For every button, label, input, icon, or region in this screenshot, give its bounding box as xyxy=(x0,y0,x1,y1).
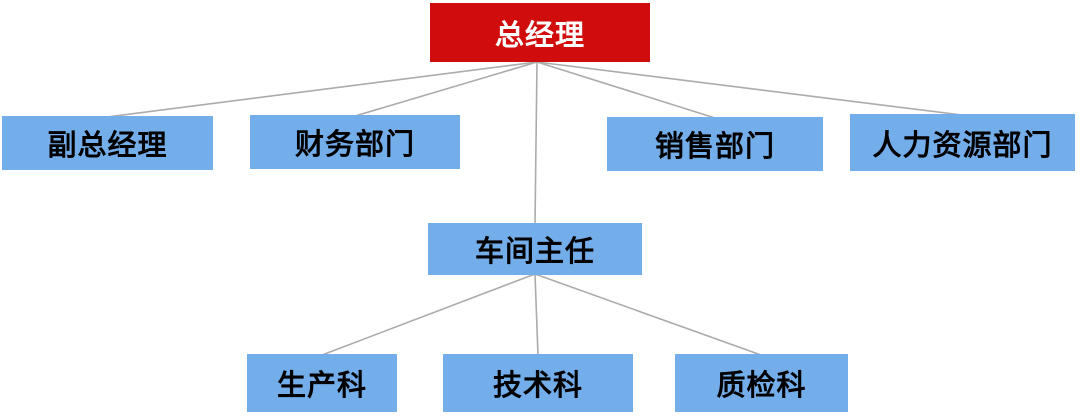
node-hr-department-label: 人力资源部门 xyxy=(872,129,1053,162)
node-workshop-director: 车间主任 xyxy=(428,223,642,275)
node-technology-section: 技术科 xyxy=(443,354,633,412)
edge-workshop-quality xyxy=(534,273,762,356)
node-finance-department: 财务部门 xyxy=(250,115,460,169)
node-finance-department-label: 财务部门 xyxy=(294,129,415,161)
edge-root-workshop xyxy=(534,61,538,225)
node-sales-department: 销售部门 xyxy=(607,117,823,171)
edge-workshop-production xyxy=(321,273,536,356)
node-production-section-label: 生产科 xyxy=(276,370,367,402)
node-quality-inspection-section-label: 质检科 xyxy=(716,370,807,402)
node-technology-section-label: 技术科 xyxy=(492,370,583,402)
edge-workshop-technology xyxy=(534,273,539,356)
node-workshop-director-label: 车间主任 xyxy=(474,236,595,268)
node-hr-department: 人力资源部门 xyxy=(850,114,1075,171)
edge-root-deputy xyxy=(106,61,538,118)
node-production-section: 生产科 xyxy=(247,354,397,412)
node-general-manager: 总经理 xyxy=(430,3,650,62)
edge-root-sales xyxy=(536,61,716,119)
node-general-manager-label: 总经理 xyxy=(494,19,585,52)
edge-root-hr xyxy=(536,61,963,116)
node-quality-inspection-section: 质检科 xyxy=(675,354,848,412)
node-deputy-general-manager-label: 副总经理 xyxy=(47,130,168,162)
node-deputy-general-manager: 副总经理 xyxy=(2,116,213,170)
node-sales-department-label: 销售部门 xyxy=(654,131,775,163)
edge-root-finance xyxy=(354,61,538,117)
